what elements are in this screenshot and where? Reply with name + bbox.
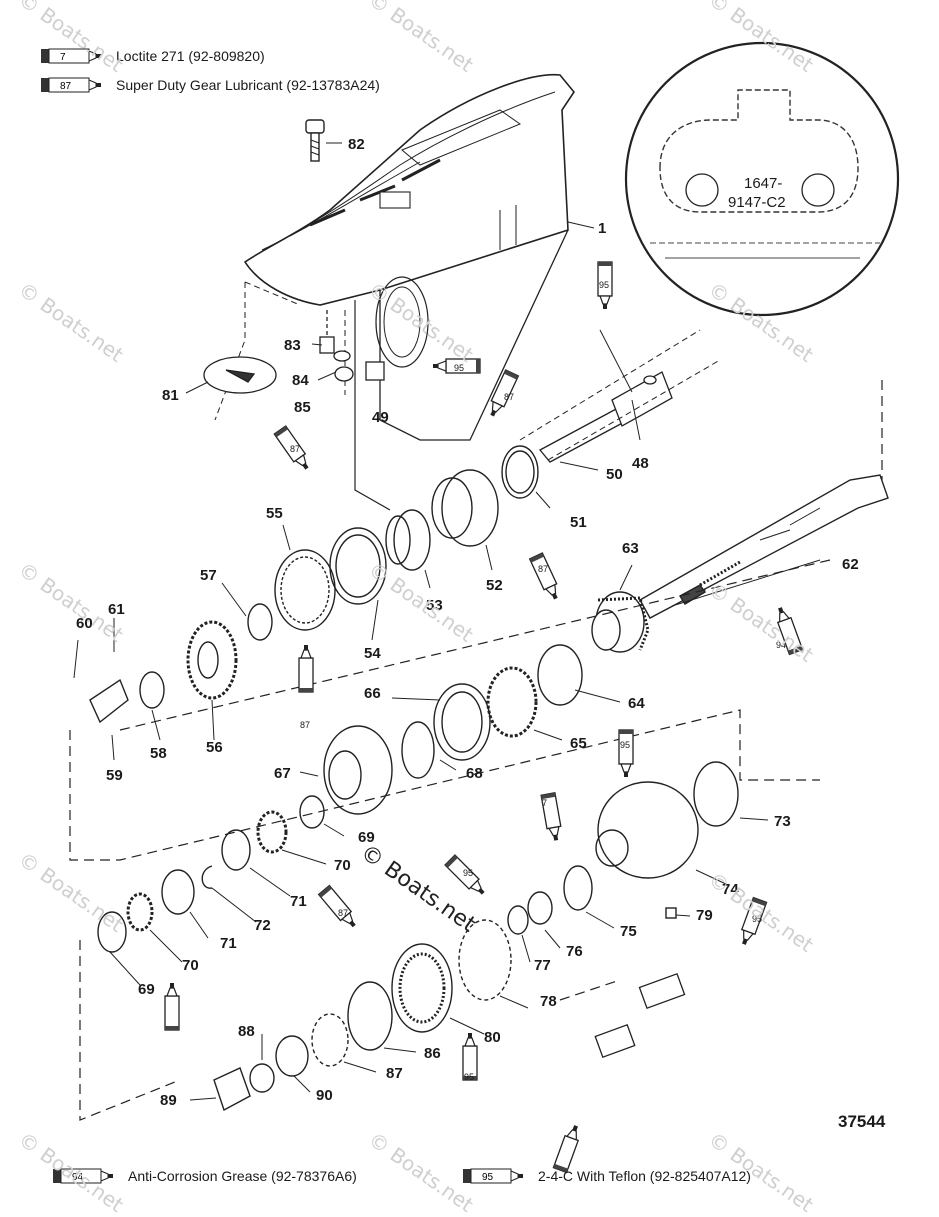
diagram-id: 37544 (838, 1112, 886, 1131)
callout-53: 53 (426, 597, 443, 614)
gear-case-detail-inset (624, 41, 900, 317)
tube-label: 87 (504, 392, 514, 402)
callout-83: 83 (284, 337, 301, 354)
legend-text: Anti-Corrosion Grease (92-78376A6) (128, 1168, 357, 1184)
callout-67: 67 (274, 765, 291, 782)
legend-teflon: 95 2-4-C With Teflon (92-825407A12) (462, 1167, 751, 1185)
shift-shaft-assembly (519, 329, 721, 463)
callout-88: 88 (238, 1023, 255, 1040)
legend-text: Super Duty Gear Lubricant (92-13783A24) (116, 77, 380, 93)
anode-and-fasteners (203, 310, 385, 394)
tube-label: 95 (454, 363, 464, 373)
callout-84: 84 (292, 372, 309, 389)
callout-49: 49 (372, 409, 389, 426)
gear-housing (243, 73, 575, 511)
tube-icon: 87 (41, 77, 101, 93)
callout-57: 57 (200, 567, 217, 584)
callout-62: 62 (842, 556, 859, 573)
legend-text: 2-4-C With Teflon (92-825407A12) (538, 1168, 751, 1184)
callout-54: 54 (364, 645, 381, 662)
part-82-bolt (305, 119, 325, 162)
tube-label: 95 (599, 280, 609, 290)
tube-number-labels: 95 95 87 87 87 87 7 95 95 95 95 87 94 (290, 280, 786, 1082)
callout-69: 69 (138, 981, 155, 998)
tube-label: 87 (338, 908, 348, 918)
callout-65: 65 (570, 735, 587, 752)
legend-gear-lubricant: 87 Super Duty Gear Lubricant (92-13783A2… (40, 76, 380, 94)
callout-73: 73 (774, 813, 791, 830)
tube-label: 7 (542, 798, 547, 808)
callout-79: 79 (696, 907, 713, 924)
callout-80: 80 (484, 1029, 501, 1046)
callout-1: 1 (598, 220, 606, 237)
tube-label: 95 (464, 1072, 474, 1082)
callout-82: 82 (348, 136, 365, 153)
callout-48: 48 (632, 455, 649, 472)
callout-59: 59 (106, 767, 123, 784)
callout-78: 78 (540, 993, 557, 1010)
tube-label: 94 (776, 640, 786, 650)
callout-68: 68 (466, 765, 483, 782)
callout-61: 61 (108, 601, 125, 618)
callout-89: 89 (160, 1092, 177, 1109)
callout-86: 86 (424, 1045, 441, 1062)
retainer-brackets (594, 972, 686, 1058)
callout-60: 60 (76, 615, 93, 632)
callout-51: 51 (570, 514, 587, 531)
svg-text:7: 7 (60, 52, 66, 63)
tube-icon: 94 (53, 1168, 113, 1184)
tube-label: 95 (752, 914, 762, 924)
tube-icon: 95 (463, 1168, 523, 1184)
callout-55: 55 (266, 505, 283, 522)
svg-text:87: 87 (60, 81, 72, 92)
rings-and-bearings (89, 445, 739, 1112)
tube-label: 87 (300, 720, 310, 730)
callout-72: 72 (254, 917, 271, 934)
legend-text: Loctite 271 (92-809820) (116, 48, 265, 64)
tube-label: 95 (463, 868, 473, 878)
callout-85: 85 (294, 399, 311, 416)
callout-50: 50 (606, 466, 623, 483)
callout-64: 64 (628, 695, 645, 712)
callout-81: 81 (162, 387, 179, 404)
callout-70: 70 (334, 857, 351, 874)
legend-anti-corrosion: 94 Anti-Corrosion Grease (92-78376A6) (52, 1167, 357, 1185)
callout-87: 87 (386, 1065, 403, 1082)
tube-icon: 7 (41, 48, 101, 64)
callout-74: 74 (722, 881, 739, 898)
callout-71: 71 (220, 935, 237, 952)
tube-label: 87 (538, 564, 548, 574)
callout-58: 58 (150, 745, 167, 762)
assembly-lines (69, 380, 883, 1121)
callout-66: 66 (364, 685, 381, 702)
part-63-gear (591, 591, 650, 653)
tube-label: 87 (290, 444, 300, 454)
leader-lines (73, 142, 821, 1101)
part-62-propeller-shaft (639, 474, 889, 619)
svg-text:95: 95 (482, 1172, 494, 1183)
callout-52: 52 (486, 577, 503, 594)
legend-loctite: 7 Loctite 271 (92-809820) (40, 47, 265, 65)
callout-69: 69 (358, 829, 375, 846)
callout-56: 56 (206, 739, 223, 756)
callout-70: 70 (182, 957, 199, 974)
callout-77: 77 (534, 957, 551, 974)
callout-75: 75 (620, 923, 637, 940)
svg-text:94: 94 (72, 1172, 84, 1183)
callout-90: 90 (316, 1087, 333, 1104)
callout-76: 76 (566, 943, 583, 960)
callout-71: 71 (290, 893, 307, 910)
inset-part-number-line2: 9147-C2 (728, 194, 786, 211)
callout-numbers: 1 82 83 84 85 81 49 48 50 51 52 53 54 55… (76, 136, 859, 1109)
tube-label: 95 (620, 740, 630, 750)
inset-part-number-line1: 1647- (744, 175, 782, 192)
callout-63: 63 (622, 540, 639, 557)
